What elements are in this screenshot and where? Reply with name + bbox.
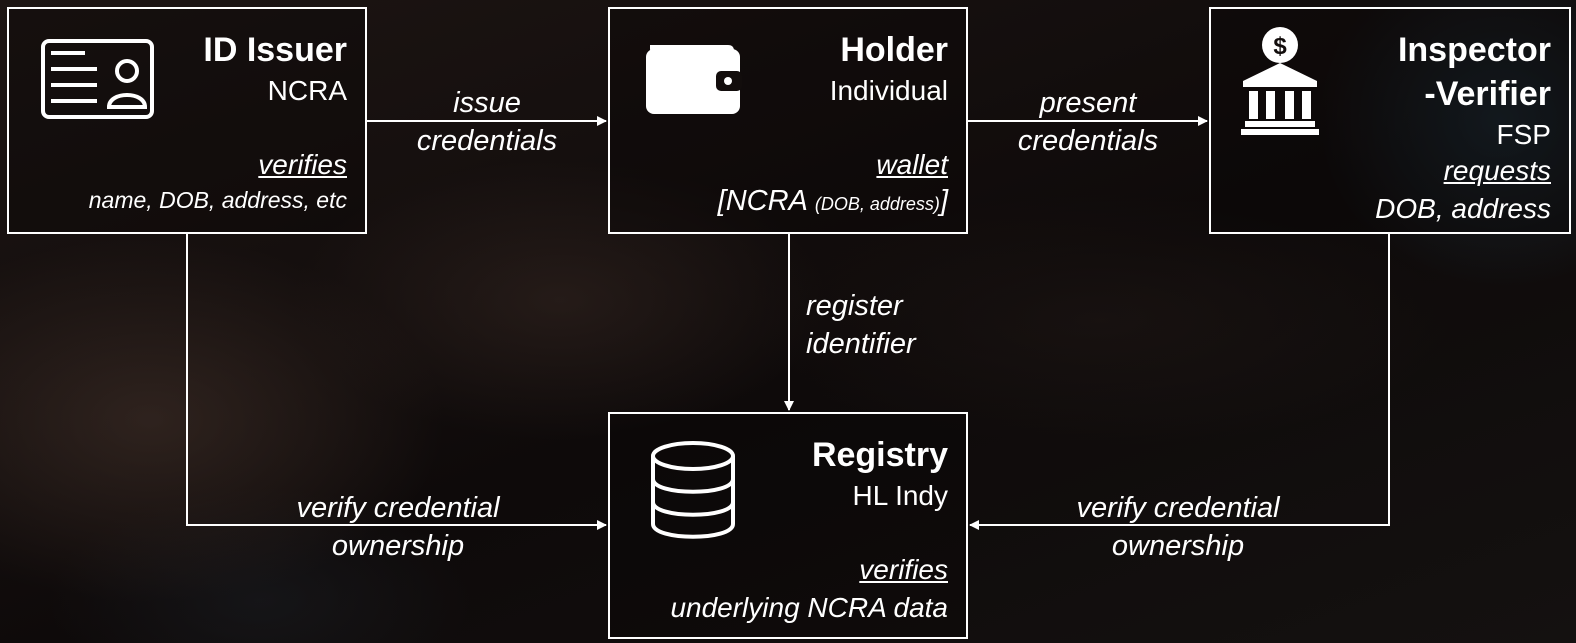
verifier-action: requests (1443, 155, 1551, 186)
database-icon (651, 441, 735, 539)
label-verify-right: verify credential ownership (1028, 489, 1328, 565)
wallet-icon (646, 45, 742, 114)
registry-detail: underlying NCRA data (670, 592, 948, 623)
label-present-line2: credentials (1017, 125, 1159, 157)
label-issue-credentials: issue credentials (387, 84, 587, 160)
label-verify-right-line2: ownership (1111, 530, 1245, 562)
holder-title: Holder (840, 31, 948, 69)
svg-text:$: $ (1273, 33, 1287, 60)
label-register-identifier: register identifier (806, 287, 916, 363)
inspector-verifier-box: $ Inspector -Verifier FSP requests DOB, … (1209, 7, 1571, 234)
verifier-org: FSP (1496, 119, 1551, 150)
holder-detail-close: ] (939, 185, 948, 217)
verifier-title-line1: Inspector (1397, 31, 1551, 69)
label-verify-left-line2: ownership (331, 530, 465, 562)
registry-action: verifies (859, 554, 948, 585)
issuer-org: NCRA (267, 75, 347, 106)
verifier-title-line2: -Verifier (1424, 75, 1551, 113)
arrow-verify-left (186, 234, 607, 530)
holder-detail-small: (DOB, address) (814, 194, 940, 214)
holder-detail-main: [NCRA (717, 185, 807, 217)
holder-box: Holder Individual wallet [NCRA (DOB, add… (608, 7, 968, 234)
label-verify-left-line1: verify credential (296, 492, 500, 524)
label-present-line1: present (1039, 87, 1137, 119)
registry-org: HL Indy (852, 480, 948, 511)
issuer-title: ID Issuer (203, 31, 347, 69)
holder-detail: [NCRA (DOB, address)] (718, 185, 948, 218)
label-issue-line2: credentials (416, 125, 558, 157)
label-register-line2: identifier (806, 328, 916, 360)
bank-icon: $ (1241, 27, 1319, 135)
id-card-icon (41, 39, 154, 119)
issuer-action: verifies (258, 149, 347, 180)
label-present-credentials: present credentials (988, 84, 1188, 160)
registry-title: Registry (811, 436, 948, 474)
label-verify-left: verify credential ownership (248, 489, 548, 565)
label-verify-right-line1: verify credential (1076, 492, 1280, 524)
holder-action: wallet (876, 149, 948, 180)
arrow-verify-right (969, 234, 1390, 530)
issuer-detail: name, DOB, address, etc (88, 187, 347, 213)
verifier-detail: DOB, address (1375, 193, 1551, 224)
label-register-line1: register (806, 290, 903, 322)
label-issue-line1: issue (453, 87, 521, 119)
holder-org: Individual (829, 75, 948, 106)
registry-box: Registry HL Indy verifies underlying NCR… (608, 412, 968, 639)
id-issuer-box: ID Issuer NCRA verifies name, DOB, addre… (7, 7, 367, 234)
